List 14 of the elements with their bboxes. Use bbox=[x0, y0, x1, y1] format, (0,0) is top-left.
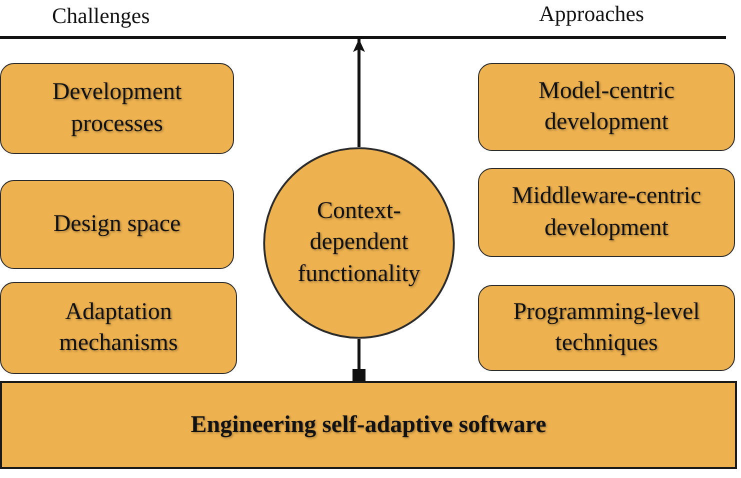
concept-circle bbox=[263, 147, 455, 339]
circle-label: Context-dependent functionality bbox=[296, 197, 422, 289]
approach-box: Programming-level techniques bbox=[478, 285, 735, 371]
challenge-box: Development processes bbox=[0, 63, 234, 154]
column-heading: Approaches bbox=[539, 2, 644, 26]
approach-box: Middleware-centric development bbox=[478, 168, 735, 257]
approach-box: Model-centric development bbox=[478, 63, 735, 151]
connector-line bbox=[352, 339, 366, 381]
column-heading: Challenges bbox=[52, 4, 150, 28]
challenge-box: Design space bbox=[0, 180, 234, 269]
base-bar: Engineering self-adaptive software bbox=[0, 381, 737, 469]
horizontal-rule bbox=[0, 36, 726, 39]
arrow bbox=[353, 39, 365, 147]
challenge-box: Adaptation mechanisms bbox=[0, 282, 237, 374]
